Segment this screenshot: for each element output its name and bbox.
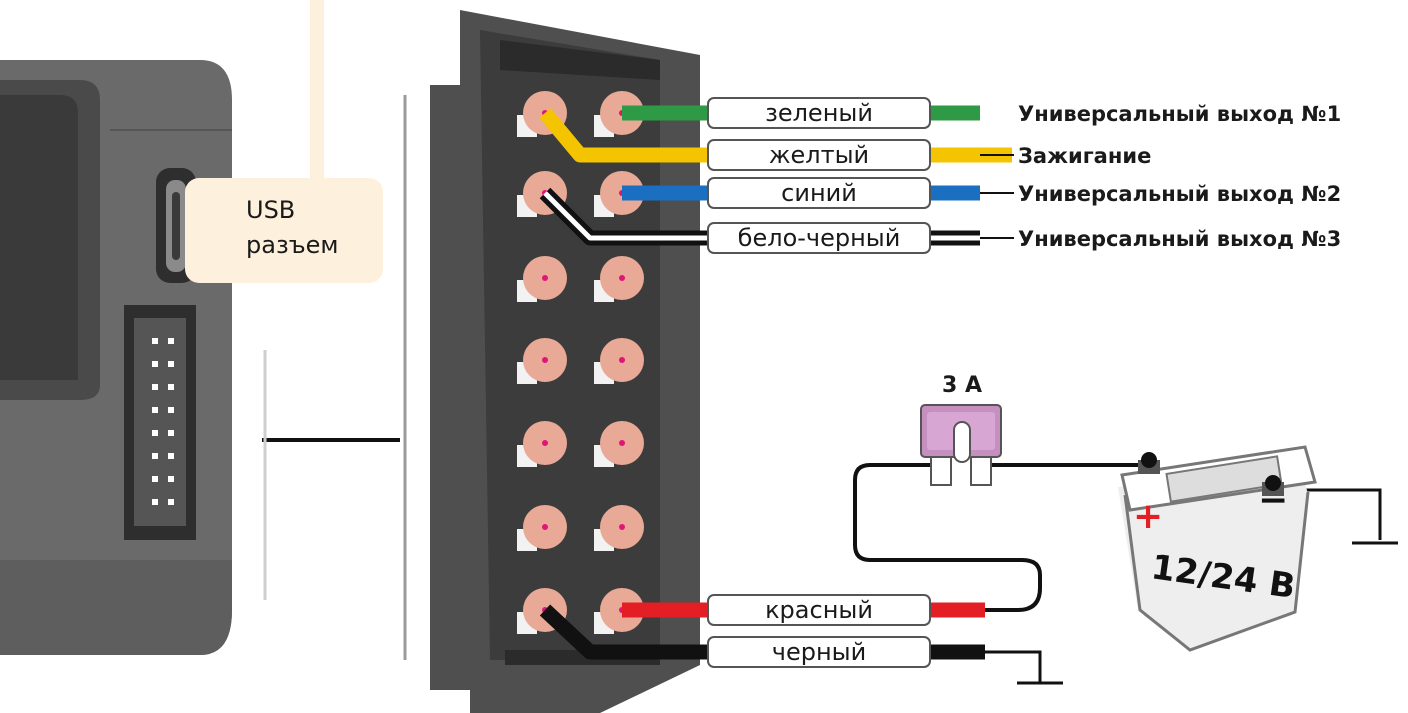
output-label-1: Универсальный выход №1 — [1018, 102, 1341, 126]
terminal-pin-dot — [542, 524, 548, 530]
fuse-rating: 3 А — [942, 373, 982, 398]
ground-symbol-black — [985, 650, 1063, 685]
device-body — [0, 60, 232, 655]
usb-label-line1: USB — [246, 196, 295, 224]
svg-text:красный: красный — [765, 596, 873, 624]
terminal-pin-dot — [542, 275, 548, 281]
battery-minus-sign: − — [1258, 480, 1288, 521]
pin-header-pin — [152, 453, 158, 459]
device-cable — [262, 95, 407, 660]
fuse: 3 А — [920, 373, 1002, 486]
pin-header-pin — [152, 499, 158, 505]
wire-label-green: зеленый — [707, 97, 931, 129]
wire-label-white-black: бело-черный — [707, 222, 931, 254]
svg-text:синий: синий — [781, 179, 857, 207]
wire-label-black: черный — [707, 636, 931, 668]
terminal-pin-dot — [542, 440, 548, 446]
pin-header-pin — [168, 361, 174, 367]
terminal-pin-dot — [542, 357, 548, 363]
output-labels: Универсальный выход №1 Зажигание Универс… — [1018, 102, 1341, 251]
pin-header-pin — [168, 499, 174, 505]
battery: + − 12/24 В — [1118, 445, 1317, 652]
pin-header-pin — [168, 407, 174, 413]
usb-callout: USB разъем — [185, 0, 383, 283]
battery-plus-sign: + — [1133, 496, 1163, 537]
pin-header-pin — [152, 407, 158, 413]
terminal-pin-dot — [619, 440, 625, 446]
wire-label-yellow: желтый — [707, 139, 931, 171]
pin-header-pin — [168, 476, 174, 482]
pin-header-pin — [168, 384, 174, 390]
pin-header-dots — [152, 338, 174, 505]
wire-label-red: красный — [707, 594, 931, 626]
pin-header-pin — [168, 453, 174, 459]
pin-header-pin — [168, 430, 174, 436]
output-label-3: Универсальный выход №3 — [1018, 227, 1341, 251]
svg-text:черный: черный — [772, 638, 866, 666]
pin-header-pin — [152, 338, 158, 344]
wire-label-blue: синий — [707, 177, 931, 209]
wire-black — [539, 604, 710, 660]
pin-header-pin — [152, 384, 158, 390]
pin-header-pin — [152, 361, 158, 367]
wire-yellow — [539, 108, 710, 163]
svg-text:зеленый: зеленый — [765, 99, 873, 127]
svg-text:бело-черный: бело-черный — [738, 224, 901, 252]
terminal-pin-dot — [619, 524, 625, 530]
output-label-2: Универсальный выход №2 — [1018, 182, 1341, 206]
output-label-ignition: Зажигание — [1018, 144, 1151, 168]
terminal-pin-dot — [619, 275, 625, 281]
pin-header-pin — [168, 338, 174, 344]
device-pin-header — [124, 305, 196, 540]
wire-labels: зеленый желтый синий бело-черный красный… — [707, 97, 931, 668]
usb-label-line2: разъем — [246, 231, 339, 259]
terminal-pin-dot — [619, 357, 625, 363]
svg-text:желтый: желтый — [769, 141, 869, 169]
pin-header-pin — [152, 476, 158, 482]
wires — [539, 105, 1014, 660]
pin-header-pin — [152, 430, 158, 436]
